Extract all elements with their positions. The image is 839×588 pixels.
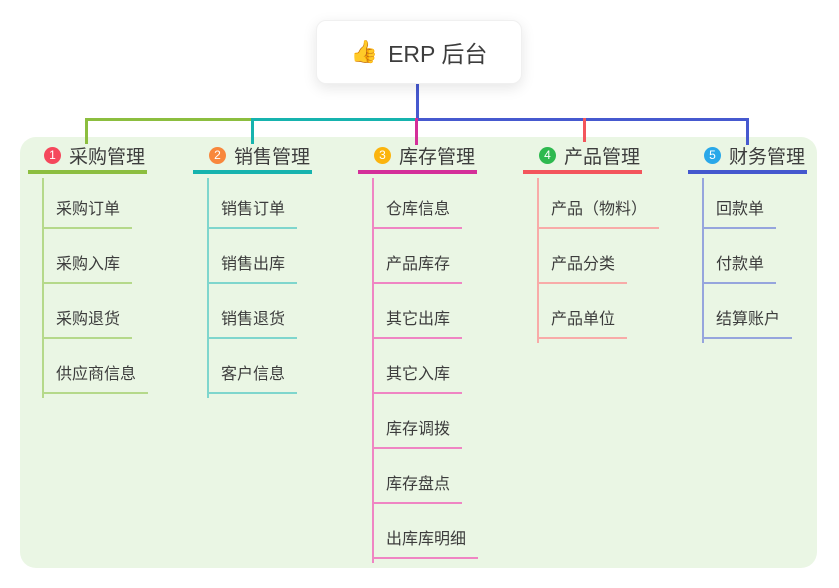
branch-product-label: 产品管理 [564, 146, 641, 168]
node-product-category[interactable]: 产品分类 [537, 229, 628, 284]
node-purchase-return[interactable]: 采购退货 [42, 284, 133, 339]
node-other-outbound[interactable]: 其它出库 [372, 284, 463, 339]
node-outbound-detail[interactable]: 出库库明细 [372, 504, 479, 559]
connector-bus-blue [416, 118, 749, 121]
node-sales-return[interactable]: 销售退货 [207, 284, 298, 339]
node-product-stock[interactable]: 产品库存 [372, 229, 463, 284]
connector-bus-green [85, 118, 253, 121]
branch-sales: 2 销售管理 销售订单 销售出库 销售退货 客户信息 [193, 140, 312, 398]
connector-bus-teal [251, 118, 418, 121]
node-stock-count[interactable]: 库存盘点 [372, 449, 463, 504]
branch-inventory-label: 库存管理 [399, 146, 476, 168]
badge-3: 3 [374, 146, 391, 164]
branch-purchase-title[interactable]: 1 采购管理 [28, 140, 147, 174]
connector-drop-inventory [415, 118, 418, 145]
branch-finance-spine [702, 178, 704, 343]
branch-finance-title[interactable]: 5 财务管理 [688, 140, 807, 174]
branch-product-title[interactable]: 4 产品管理 [523, 140, 642, 174]
branch-purchase: 1 采购管理 采购订单 采购入库 采购退货 供应商信息 [28, 140, 149, 398]
node-customer-info[interactable]: 客户信息 [207, 339, 298, 394]
node-supplier-info[interactable]: 供应商信息 [42, 339, 149, 394]
branch-inventory-title[interactable]: 3 库存管理 [358, 140, 477, 174]
branch-purchase-spine [42, 178, 44, 398]
connector-drop-purchase [85, 118, 88, 144]
branches-panel [20, 137, 817, 568]
connector-drop-sales [251, 118, 254, 144]
node-product-material[interactable]: 产品（物料） [537, 174, 660, 229]
connector-drop-product [583, 118, 586, 142]
node-receipt-order[interactable]: 回款单 [702, 174, 777, 229]
root-label: ERP 后台 [388, 41, 488, 67]
branch-product-spine [537, 178, 539, 343]
node-product-unit[interactable]: 产品单位 [537, 284, 628, 339]
root-node[interactable]: 👍 ERP 后台 [316, 20, 522, 84]
badge-1: 1 [44, 146, 61, 164]
branch-sales-spine [207, 178, 209, 398]
branch-product: 4 产品管理 产品（物料） 产品分类 产品单位 [523, 140, 660, 343]
branch-finance: 5 财务管理 回款单 付款单 结算账户 [688, 140, 807, 343]
branch-inventory-spine [372, 178, 374, 563]
node-settlement-account[interactable]: 结算账户 [702, 284, 793, 339]
badge-2: 2 [209, 146, 226, 164]
node-other-inbound[interactable]: 其它入库 [372, 339, 463, 394]
node-purchase-order[interactable]: 采购订单 [42, 174, 133, 229]
branch-sales-label: 销售管理 [234, 146, 311, 168]
branch-finance-label: 财务管理 [729, 146, 806, 168]
node-warehouse-info[interactable]: 仓库信息 [372, 174, 463, 229]
branch-sales-title[interactable]: 2 销售管理 [193, 140, 312, 174]
branch-purchase-label: 采购管理 [69, 146, 146, 168]
branch-inventory: 3 库存管理 仓库信息 产品库存 其它出库 其它入库 库存调拨 库存盘点 出库库… [358, 140, 479, 563]
badge-5: 5 [704, 146, 721, 164]
node-sales-order[interactable]: 销售订单 [207, 174, 298, 229]
connector-drop-finance [746, 118, 749, 145]
connector-root-drop [416, 84, 419, 119]
node-purchase-inbound[interactable]: 采购入库 [42, 229, 133, 284]
badge-4: 4 [539, 146, 556, 164]
node-stock-transfer[interactable]: 库存调拨 [372, 394, 463, 449]
thumbs-up-icon: 👍 [350, 39, 379, 64]
node-sales-outbound[interactable]: 销售出库 [207, 229, 298, 284]
node-payment-order[interactable]: 付款单 [702, 229, 777, 284]
